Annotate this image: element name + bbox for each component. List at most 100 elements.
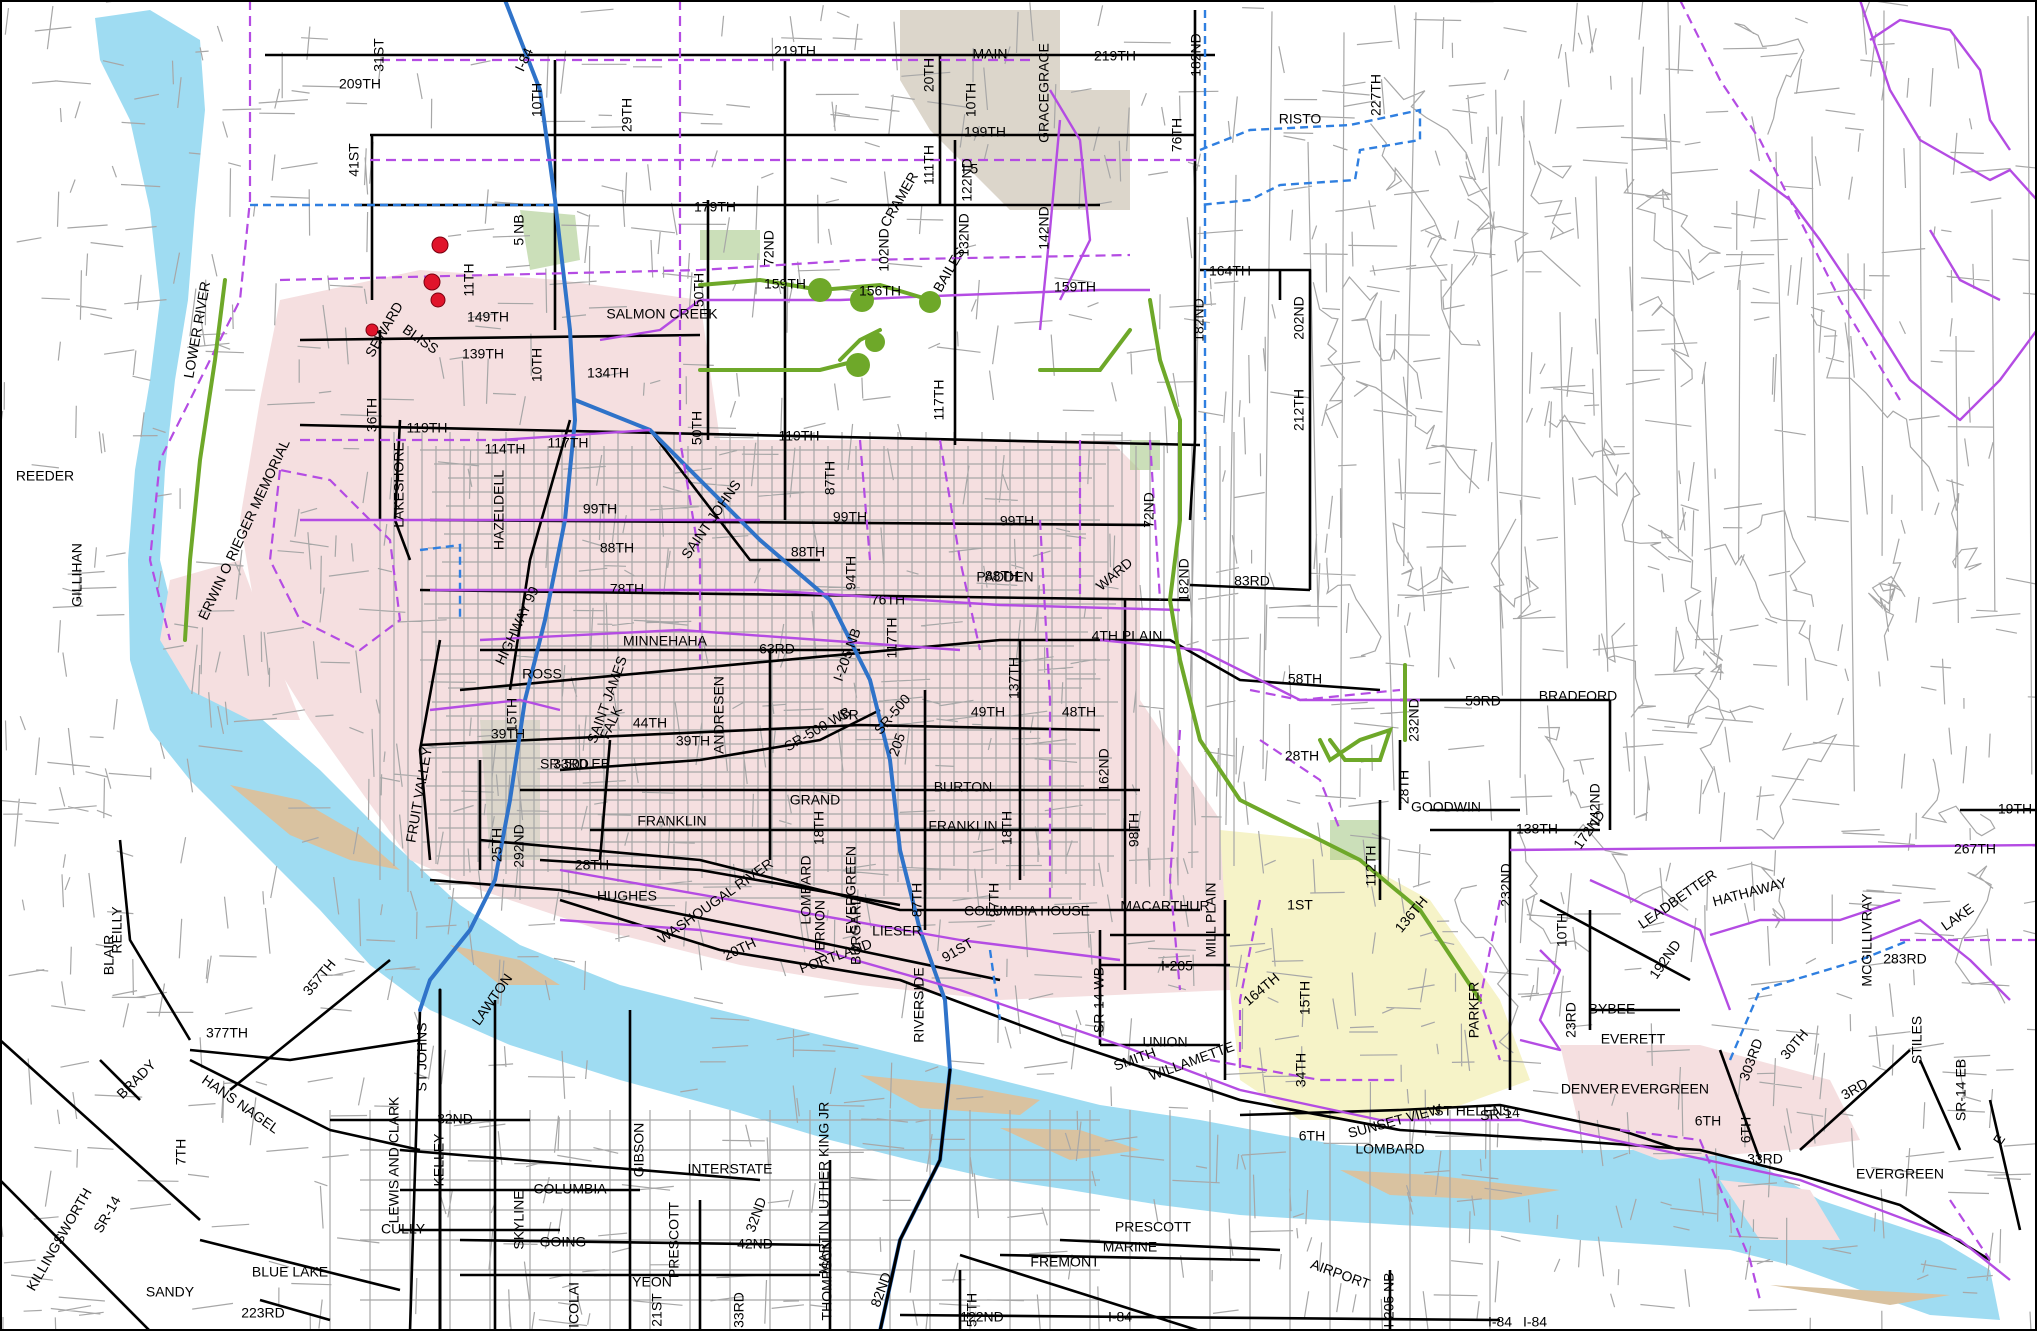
street-label: MACARTHUR bbox=[1120, 898, 1209, 914]
street-label: CRAMER bbox=[877, 169, 921, 230]
bike-lane bbox=[1509, 843, 2037, 852]
street-label: I-205 bbox=[1161, 958, 1193, 974]
location-marker[interactable] bbox=[423, 273, 441, 291]
street-label: 63RD bbox=[759, 641, 795, 657]
street-label: 36TH bbox=[364, 398, 380, 432]
street-label: 227TH bbox=[1368, 74, 1384, 116]
arterial-road-layer bbox=[0, 10, 2037, 1331]
street-label: 179TH bbox=[694, 199, 736, 215]
bike-route-planned bbox=[1038, 519, 1052, 900]
road-78th bbox=[419, 588, 1191, 602]
street-label: 33RD bbox=[1747, 1151, 1783, 1167]
bike-lane bbox=[700, 288, 1150, 302]
street-label: 232ND bbox=[1406, 698, 1422, 742]
street-label: I-5 bbox=[962, 161, 979, 177]
street-label: 232ND bbox=[1498, 863, 1514, 907]
bike-lane bbox=[1589, 878, 1732, 1011]
street-label: 117TH bbox=[931, 380, 947, 421]
street-label: KILLINGSWORTH bbox=[23, 1185, 95, 1293]
street-label: COLUMBIA HOUSE bbox=[964, 903, 1090, 919]
street-label: GRACE bbox=[1036, 93, 1052, 143]
street-label: BURGARD bbox=[848, 895, 864, 965]
street-label: 25TH bbox=[489, 828, 505, 862]
sandbar bbox=[450, 945, 560, 985]
bike-route-planned bbox=[279, 253, 1131, 282]
street-label: STILES bbox=[1909, 1016, 1925, 1064]
street-label: 156TH bbox=[859, 283, 901, 299]
street-label: 39TH bbox=[491, 726, 525, 742]
street-label: 6TH bbox=[1738, 1117, 1754, 1143]
street-label: 223RD bbox=[241, 1305, 285, 1321]
location-marker[interactable] bbox=[430, 292, 446, 308]
road-sr-500 bbox=[559, 708, 881, 772]
street-label: 48TH bbox=[1062, 704, 1096, 720]
street-label: 50TH bbox=[689, 411, 705, 445]
street-label: REILLY bbox=[109, 906, 125, 954]
proposed-route bbox=[419, 543, 462, 620]
bike-lane bbox=[1928, 229, 2001, 302]
street-label: SR-14 bbox=[1479, 1104, 1520, 1123]
bike-lane bbox=[429, 698, 561, 712]
street-label: 10TH bbox=[963, 83, 979, 117]
street-label: 219TH bbox=[774, 43, 816, 59]
bike-route-planned bbox=[1148, 439, 1162, 601]
location-marker[interactable] bbox=[431, 236, 449, 254]
street-label: 212TH bbox=[1291, 389, 1307, 431]
street-label: SR-14 EB bbox=[1953, 1059, 1969, 1121]
street-label: BLAIR bbox=[101, 935, 117, 975]
street-label: ANDRESEN bbox=[711, 676, 727, 754]
street-label: 20TH bbox=[921, 58, 937, 92]
highway-i-5 bbox=[418, 0, 578, 1012]
street-label: 11TH bbox=[461, 263, 477, 296]
road-stiles bbox=[1718, 1049, 1762, 1161]
street-label: SR-500 EB bbox=[540, 756, 610, 772]
street-label: LOMBARD bbox=[798, 855, 814, 924]
street-label: BURTON bbox=[934, 779, 993, 795]
street-label: LAKESHORE bbox=[391, 442, 407, 528]
street-label: 209TH bbox=[339, 76, 381, 92]
street-label: 242ND bbox=[1587, 783, 1603, 827]
street-label: 87TH bbox=[909, 883, 925, 917]
street-label: 10TH bbox=[1554, 913, 1570, 947]
road-lombard-or bbox=[118, 839, 192, 1041]
street-label: 182ND bbox=[1176, 558, 1192, 602]
street-label: 137TH bbox=[1006, 657, 1022, 699]
sandbar bbox=[230, 785, 400, 870]
road-164th-east bbox=[1200, 268, 1312, 300]
street-label: 32ND bbox=[742, 1195, 769, 1234]
street-label: 23RD bbox=[1563, 1002, 1579, 1038]
street-label: 6TH bbox=[1695, 1113, 1721, 1129]
location-marker[interactable] bbox=[365, 323, 379, 337]
street-label: 119TH bbox=[407, 420, 448, 436]
road-yeon bbox=[199, 1238, 401, 1292]
street-label: 10TH bbox=[529, 83, 545, 117]
street-label: 10TH bbox=[529, 348, 545, 382]
street-label: 18TH bbox=[811, 811, 827, 845]
street-label: 7TH bbox=[173, 1139, 189, 1165]
bike-lane bbox=[1038, 119, 1062, 331]
street-label: 122ND bbox=[960, 1309, 1004, 1325]
street-label: 94TH bbox=[843, 556, 859, 590]
road-denver bbox=[408, 1009, 422, 1331]
street-label: 6TH bbox=[1299, 1128, 1325, 1144]
street-label: 18TH bbox=[999, 811, 1015, 845]
street-label: PRESCOTT bbox=[666, 1201, 682, 1278]
road-gibson bbox=[1988, 1099, 2022, 1231]
street-label: 88TH bbox=[791, 544, 825, 560]
bike-route-planned bbox=[938, 439, 982, 651]
marker-layer[interactable] bbox=[365, 236, 449, 337]
street-label: 357TH bbox=[299, 956, 338, 998]
street-label: 49TH bbox=[971, 704, 1005, 720]
bike-route-planned bbox=[1679, 0, 1901, 401]
street-label: 114TH bbox=[485, 441, 526, 457]
street-label: RISTO bbox=[1279, 111, 1322, 127]
bike-route-planned bbox=[268, 468, 402, 652]
street-label: 87TH bbox=[822, 461, 838, 495]
street-label: ST HELENS bbox=[1434, 1103, 1512, 1119]
highway-i-205-or bbox=[878, 1068, 952, 1331]
street-label: EVERETT bbox=[1601, 1031, 1666, 1047]
street-label: 72ND bbox=[761, 230, 777, 266]
street-label: 76TH bbox=[871, 592, 905, 608]
street-label: 42ND bbox=[737, 1236, 773, 1252]
